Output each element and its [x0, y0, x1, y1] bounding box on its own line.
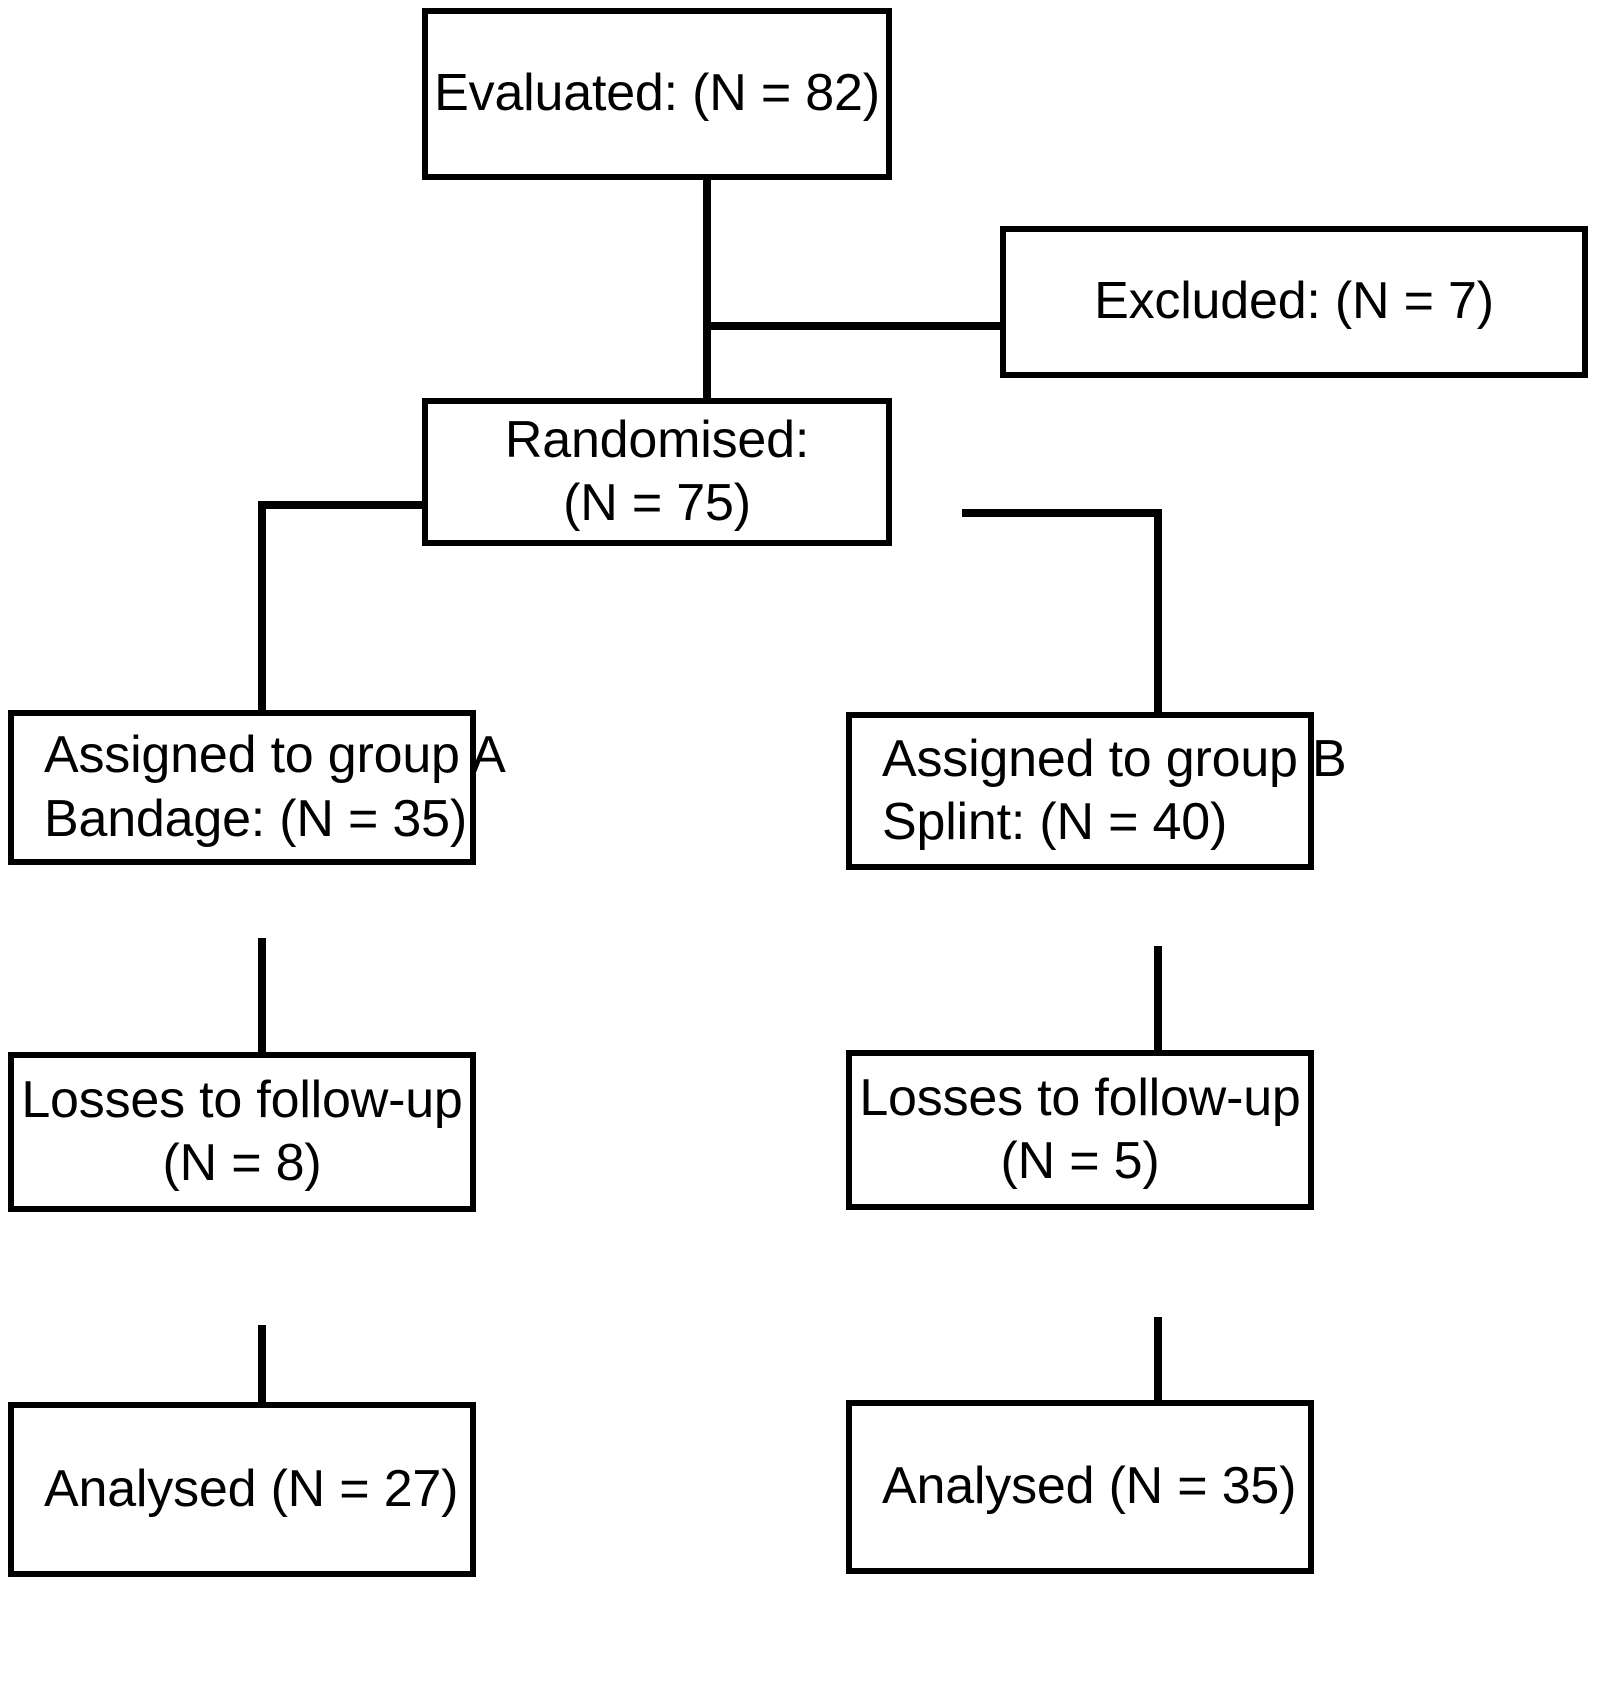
node-losses-to-follow-up-a: Losses to follow-up (N = 8) — [8, 1052, 476, 1212]
node-randomised-line-1: (N = 75) — [563, 474, 751, 532]
node-randomised: Randomised: (N = 75) — [422, 398, 892, 546]
connector-randomised-right-horizontal — [962, 509, 1162, 517]
connector-randomised-left-horizontal — [258, 501, 464, 509]
node-assigned-group-b: Assigned to group B Splint: (N = 40) — [846, 712, 1347, 870]
node-randomised-line-0: Randomised: — [504, 410, 810, 469]
node-losses-b-line-1: (N = 5) — [1000, 1132, 1160, 1190]
node-evaluated: Evaluated: (N = 82) — [422, 8, 892, 180]
node-losses-to-follow-up-b: Losses to follow-up (N = 5) — [846, 1050, 1314, 1210]
node-excluded-line-0: Excluded: (N = 7) — [1094, 272, 1494, 331]
node-assigned-group-b-line-0: Assigned to group B — [882, 729, 1347, 788]
connector-evaluated-to-randomised — [703, 180, 711, 428]
connector-group-a-to-losses-a — [258, 938, 266, 1153]
connector-group-b-to-losses-b — [1154, 946, 1162, 1151]
node-assigned-group-b-line-1: Splint: (N = 40) — [882, 793, 1228, 851]
node-analysed-b-line-0: Analysed (N = 35) — [882, 1457, 1297, 1516]
node-assigned-group-a-line-1: Bandage: (N = 35) — [44, 789, 467, 848]
node-losses-a-line-0: Losses to follow-up — [21, 1070, 463, 1129]
connector-randomised-to-group-b — [1154, 509, 1162, 781]
node-analysed-b: Analysed (N = 35) — [846, 1400, 1314, 1574]
node-losses-b-line-0: Losses to follow-up — [859, 1068, 1301, 1127]
node-excluded: Excluded: (N = 7) — [1000, 226, 1588, 378]
node-analysed-a: Analysed (N = 27) — [8, 1402, 476, 1577]
node-losses-a-line-1: (N = 8) — [162, 1134, 322, 1192]
connector-evaluated-to-excluded — [711, 322, 1079, 330]
connector-randomised-to-group-a — [258, 501, 266, 773]
node-assigned-group-a-line-0: Assigned to group A — [44, 726, 506, 785]
node-assigned-group-a: Assigned to group A Bandage: (N = 35) — [8, 710, 506, 865]
node-analysed-a-line-0: Analysed (N = 27) — [44, 1459, 459, 1518]
node-evaluated-line-0: Evaluated: (N = 82) — [434, 64, 880, 123]
